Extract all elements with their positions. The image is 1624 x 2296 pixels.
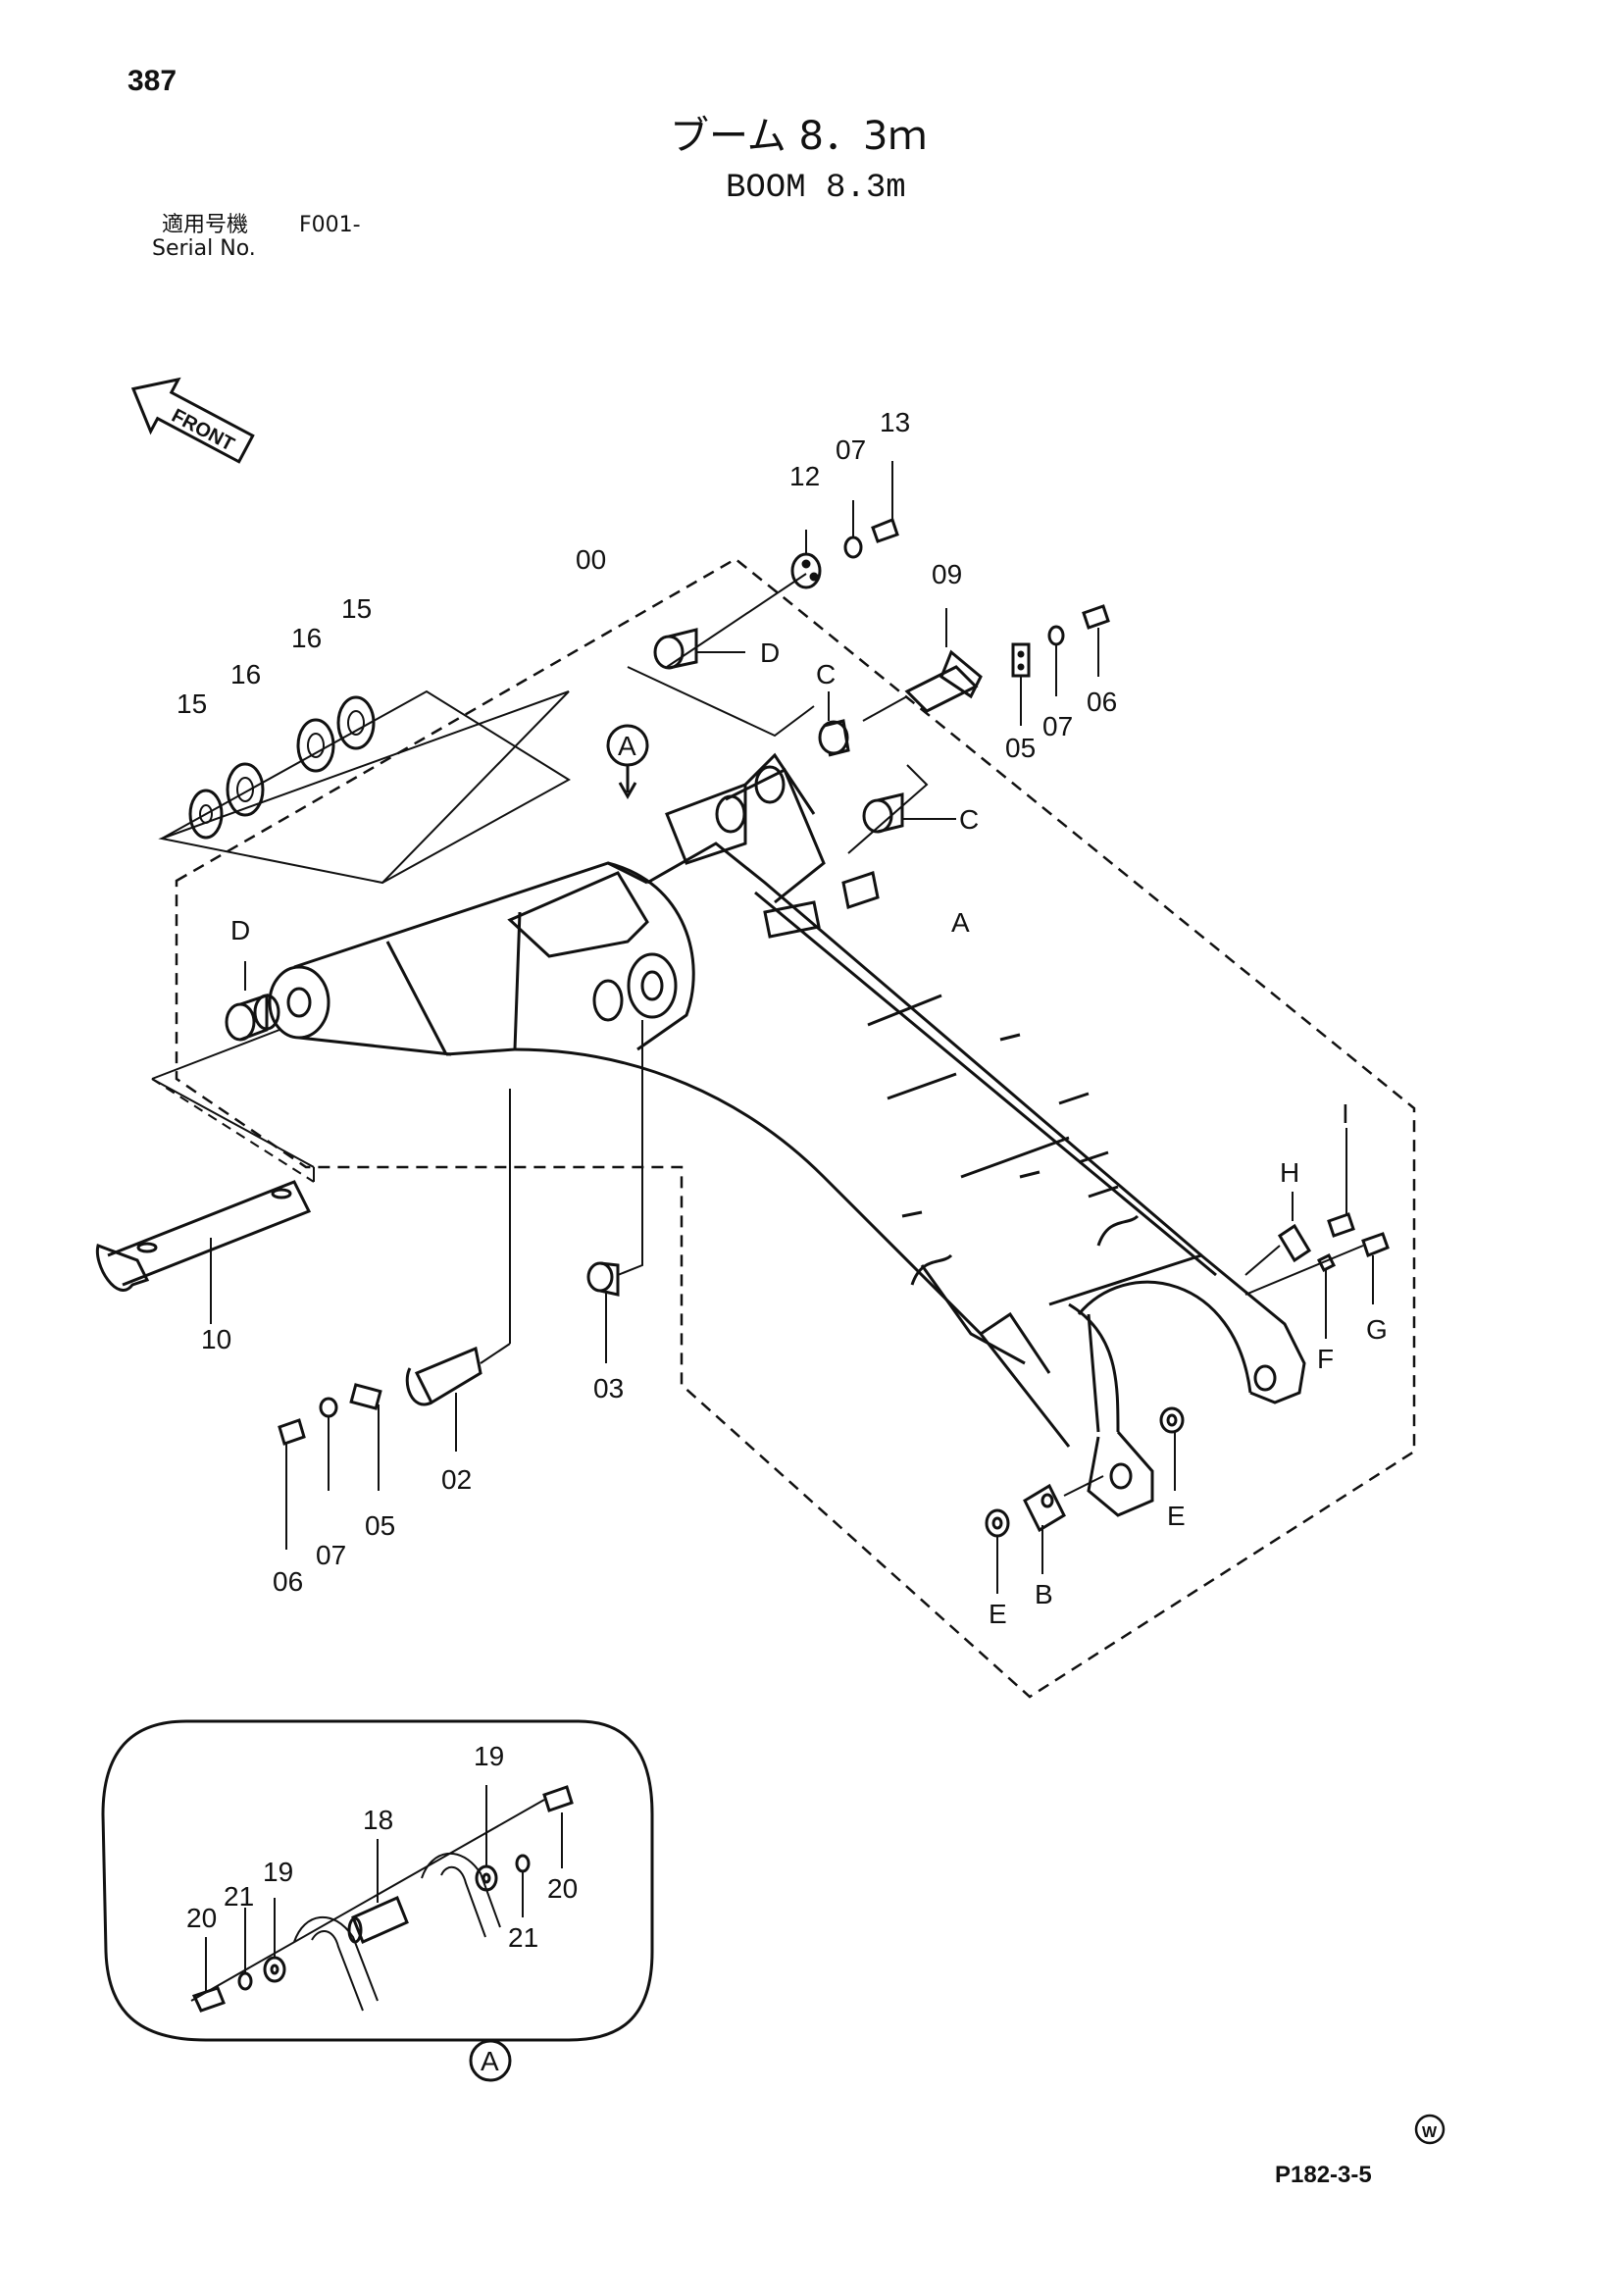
callout-15b: 15 [177,689,207,719]
letter-c-lower: C [959,804,979,835]
boom-body [268,752,1306,1517]
callout-13: 13 [880,407,910,437]
letter-d-upper: D [760,638,780,668]
letter-h: H [1280,1157,1299,1188]
serial-value: F001- [299,213,361,237]
detail-a-marker-top: A [606,724,649,800]
callout-03: 03 [593,1373,624,1403]
callout-15a: 15 [341,593,372,624]
serial-label-en: Serial No. [152,236,256,261]
detail-a-marker-bottom: A [469,2039,512,2082]
callout-16b: 16 [230,659,261,689]
letter-f: F [1317,1344,1334,1374]
bushing-d-left [225,961,280,1042]
title-japanese: ブーム 8．3ｍ [670,114,927,159]
callout-09: 09 [932,559,962,589]
footer-mark-letter: W [1422,2124,1438,2141]
detail-a-marker-top-label: A [618,731,636,761]
letter-b: B [1035,1579,1053,1609]
callout-06a: 06 [1087,687,1117,717]
callout-10: 10 [201,1324,231,1354]
page-number: 387 [127,65,177,97]
letter-g: G [1366,1314,1388,1345]
callout-21b: 21 [508,1922,538,1953]
callout-07a: 07 [836,434,866,465]
callout-labels: 00 12 07 13 09 05 07 06 15 16 16 15 10 0… [177,407,1117,1953]
callout-00: 00 [576,544,606,575]
callout-21a: 21 [224,1881,254,1912]
letter-c-upper: C [816,659,836,689]
shim-group [161,689,571,884]
drawing-code: P182-3-5 [1275,2162,1372,2188]
callout-18: 18 [363,1805,393,1835]
serial-label-jp: 適用号機 [162,213,248,237]
front-arrow-icon: FRONT [130,377,255,464]
callout-12: 12 [789,461,820,491]
callout-05b: 05 [365,1510,395,1541]
callout-20a: 20 [186,1903,217,1933]
callout-07b: 07 [1042,711,1073,741]
footer-mark: W [1414,2114,1446,2145]
reference-letters: D C C A D H I F G E B E [230,638,1388,1629]
letter-e-lower: E [989,1599,1007,1629]
detail-a-panel [101,1719,654,2042]
title-english: BOOM 8.3m [726,170,906,207]
upper-pin-assembly [627,461,1110,854]
pin-10 [95,1078,315,1324]
letter-i: I [1342,1098,1349,1129]
leader-lines [151,1029,315,1182]
pin-02-assembly [278,1089,511,1550]
callout-19a: 19 [474,1741,504,1771]
assembly-outline [158,557,1416,1699]
bushing-03 [586,1020,643,1363]
letter-e-right: E [1167,1501,1186,1531]
tip-pin-assembly [985,1128,1390,1594]
letter-d-left: D [230,915,250,945]
callout-19b: 19 [263,1857,293,1887]
callout-20b: 20 [547,1873,578,1904]
callout-05a: 05 [1005,733,1036,763]
detail-a-marker-bottom-label: A [481,2046,499,2076]
callout-07c: 07 [316,1540,346,1570]
callout-02: 02 [441,1464,472,1495]
callout-06b: 06 [273,1566,303,1597]
callout-16a: 16 [291,623,322,653]
letter-a-body: A [951,907,970,938]
